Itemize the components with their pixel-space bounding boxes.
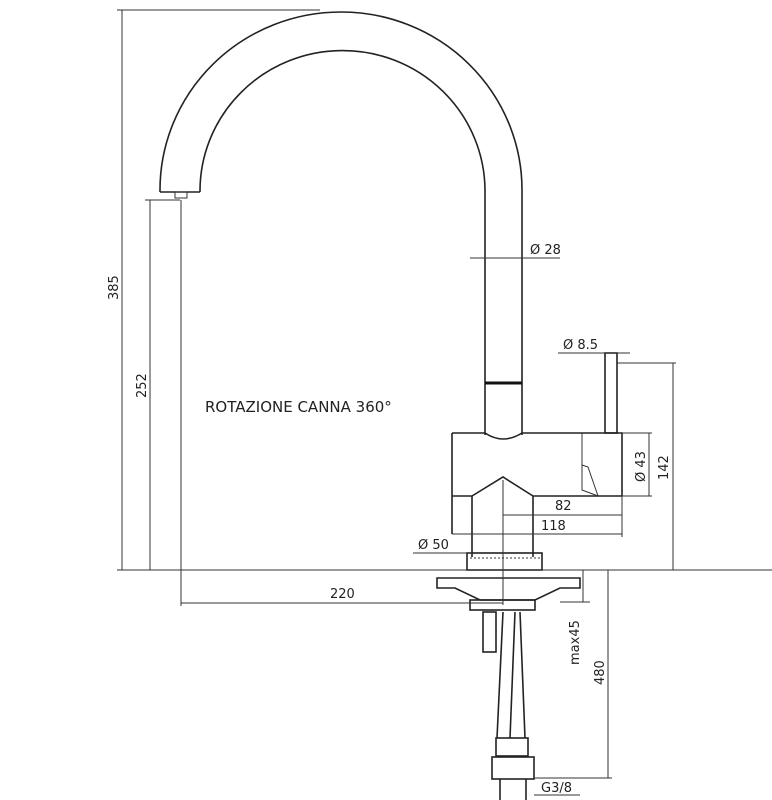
- dim-diam-8-5: Ø 8.5: [563, 338, 598, 353]
- dim-diam-28: Ø 28: [530, 243, 561, 258]
- dim-diam-43: Ø 43: [634, 451, 649, 482]
- dim-220: 220: [330, 587, 355, 602]
- dim-252: 252: [135, 373, 150, 398]
- dim-480: 480: [593, 660, 608, 685]
- hoses: [496, 611, 526, 739]
- dim-385: 385: [107, 275, 122, 300]
- dim-118: 118: [541, 519, 566, 534]
- rotation-note: ROTAZIONE CANNA 360°: [205, 398, 392, 416]
- hex-nut: [491, 756, 535, 780]
- base-ring: [466, 552, 543, 571]
- spout-inner: [199, 49, 486, 435]
- aerator: [174, 191, 188, 199]
- dim-diam-50: Ø 50: [418, 538, 449, 553]
- hose-fittings: [495, 737, 529, 757]
- threaded-rod: [482, 611, 497, 653]
- lever: [604, 352, 618, 434]
- body-outline: [451, 432, 623, 557]
- mounting-plate: [436, 577, 581, 601]
- dim-82: 82: [555, 499, 572, 514]
- lever-hinge: [581, 433, 599, 497]
- spout-outline: [159, 11, 523, 435]
- dim-g3-8: G3/8: [541, 781, 572, 796]
- dim-max45: max45: [568, 620, 583, 665]
- dim-142: 142: [657, 455, 672, 480]
